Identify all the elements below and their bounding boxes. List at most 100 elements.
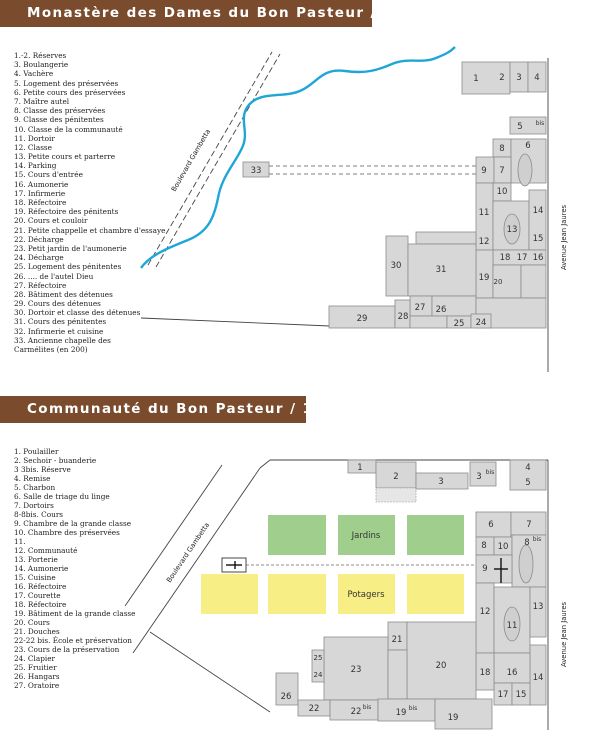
label-19: 19 — [448, 713, 459, 723]
property-boundary — [140, 317, 331, 327]
label-19bis: 19 — [396, 708, 407, 718]
legend-item: 10. Chambre des préservées — [14, 528, 120, 537]
legend-item: 22-22 bis. École et préservation — [14, 636, 132, 645]
label-1: 1 — [357, 463, 362, 473]
courtyard-11 — [503, 606, 521, 642]
label-8: 8 — [499, 144, 504, 154]
boulevard-line — [259, 459, 271, 469]
avenue-jean-jaures-label: Avenue Jean Jaures — [560, 204, 568, 270]
label-11: 11 — [479, 208, 490, 218]
legend-item: 20. Cours — [14, 618, 50, 627]
building-24 — [470, 313, 492, 329]
label-18: 18 — [500, 253, 511, 263]
legend-item: 7. Dortoirs — [14, 501, 54, 510]
boulevard-line — [155, 53, 281, 268]
legend-item: 19. Bâtiment de la grande classe — [14, 609, 136, 618]
label-3: 3 — [438, 477, 443, 487]
courtyard-6 — [517, 153, 533, 187]
building-3bis — [469, 461, 497, 487]
label-11: 11 — [507, 621, 518, 631]
label-4: 4 — [525, 463, 530, 473]
garden-plot — [407, 515, 464, 555]
building-24-25 — [311, 649, 325, 683]
label-5: 5 — [517, 122, 522, 132]
label-14: 14 — [533, 673, 544, 683]
courtyard-8bis — [518, 544, 534, 584]
legend-item: 4. Vachère — [14, 69, 54, 79]
legend-item: 13. Petite cours et parterre — [14, 152, 116, 162]
label-18: 18 — [480, 668, 491, 678]
label-8: 8 — [481, 541, 486, 551]
garden-plot — [338, 515, 395, 555]
label-33: 33 — [251, 166, 262, 176]
label-20: 20 — [436, 661, 447, 671]
label-12: 12 — [480, 607, 491, 617]
legend-item: 28. Bâtiment des détenues — [14, 289, 113, 299]
legend-item: 31. Cours des pénitentes — [14, 317, 107, 327]
label-5-bis: bis — [536, 120, 545, 127]
map2-title: Communauté du Bon Pasteur / 1939 — [0, 396, 344, 423]
building-13 — [529, 586, 547, 638]
building-5bis — [509, 116, 547, 135]
legend-item: 27. Réfectoire — [14, 280, 67, 290]
label-25: 25 — [314, 654, 323, 662]
label-8bis-sup: bis — [533, 536, 542, 543]
legend-item: 12. Classe — [14, 142, 52, 152]
legend-item: 32. Infirmerie et cuisine — [14, 326, 104, 336]
label-16: 16 — [533, 253, 544, 263]
jardins-label: Jardins — [351, 531, 381, 541]
building-20 — [406, 621, 477, 700]
legend-item: 16. Réfectoire — [14, 582, 67, 591]
legend-item: 7. Maître autel — [14, 96, 70, 106]
legend-item: 24. Clapier — [14, 654, 56, 663]
legend-item: 11. Dortoir — [14, 133, 55, 143]
building-4 — [527, 61, 547, 93]
building-19bis — [377, 698, 436, 722]
building-33 — [242, 161, 270, 178]
building-16 — [493, 652, 531, 684]
legend-item: 14. Aumonerie — [14, 564, 69, 573]
map1-title: Monastère des Dames du Bon Pasteur / 184… — [0, 0, 425, 27]
legend-item: Carmélites (en 200) — [14, 345, 88, 354]
label-1: 1 — [473, 74, 478, 84]
label-20: 20 — [494, 278, 503, 286]
label-17: 17 — [517, 253, 528, 263]
label-24: 24 — [314, 671, 323, 679]
legend-item: 20. Cours et couloir — [14, 216, 88, 226]
garden-plot — [268, 515, 326, 555]
label-13: 13 — [533, 602, 544, 612]
courtyard-13 — [503, 213, 521, 245]
building-2-annex — [375, 487, 417, 503]
label-3bis-sup: bis — [486, 469, 495, 476]
legend-item: 18. Réfectoire — [14, 198, 67, 207]
legend-item: 26. .... de l'autel Dieu — [14, 271, 94, 281]
building-31 — [407, 243, 477, 297]
label-15: 15 — [516, 690, 527, 700]
building-28 — [394, 299, 411, 329]
legend-item: 27. Oratoire — [14, 681, 60, 690]
legend-item: 4. Remise — [14, 474, 51, 483]
label-31: 31 — [436, 265, 447, 275]
building-19 — [434, 698, 493, 730]
label-23: 23 — [351, 665, 362, 675]
label-28: 28 — [398, 312, 409, 322]
label-30: 30 — [391, 261, 402, 271]
label-26: 26 — [436, 305, 447, 315]
legend-item: 23. Petit jardin de l'aumonerie — [14, 243, 127, 253]
label-22bis-sup: bis — [363, 704, 372, 711]
label-22: 22 — [309, 704, 320, 714]
legend-item: 3 3bis. Réserve — [14, 465, 71, 474]
building-21b — [387, 649, 408, 700]
legend-item: 22. Décharge — [14, 234, 64, 244]
potagers-label: Potagers — [347, 590, 385, 600]
legend-item: 30. Dortoir et classe des détenues — [14, 308, 141, 318]
legend-item: 26. Hangars — [14, 672, 60, 681]
label-21: 21 — [392, 635, 403, 645]
avenue-jean-jaures-label: Avenue Jean Jaures — [560, 601, 568, 667]
legend-item: 25. Logement des pénitentes — [14, 262, 122, 272]
legend-item: 17. Infirmerie — [14, 188, 66, 198]
label-27: 27 — [415, 303, 426, 313]
legend-item: 5. Logement des préservées — [14, 78, 119, 88]
